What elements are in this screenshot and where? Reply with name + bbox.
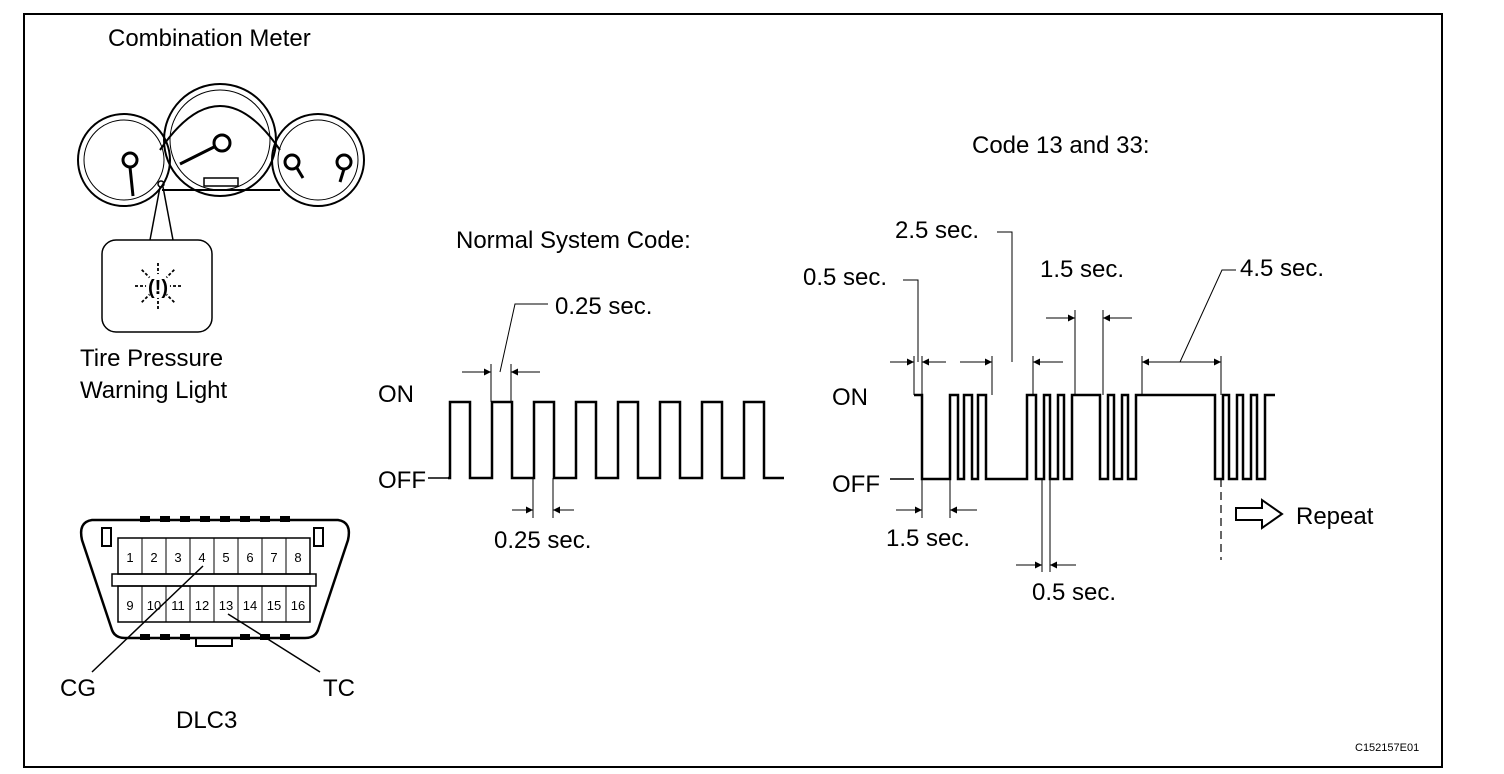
terminal-cg-label: CG: [60, 675, 96, 702]
code-on-label: ON: [832, 384, 868, 411]
dim-1-5-bottom: [896, 479, 977, 518]
warning-light-label-line2: Warning Light: [80, 377, 228, 404]
normal-code-waveform: [428, 400, 784, 480]
dlc3-pin-6: 6: [246, 550, 253, 565]
dlc3-pin-1: 1: [126, 550, 133, 565]
code-13-33-waveform: [890, 393, 1275, 560]
dlc3-pin-12: 12: [195, 598, 209, 613]
code-off-label: OFF: [832, 471, 880, 498]
dlc3-pin-15: 15: [267, 598, 281, 613]
dlc3-pin-7: 7: [270, 550, 277, 565]
dlc3-pin-3: 3: [174, 550, 181, 565]
dlc3-pin-16: 16: [291, 598, 305, 613]
warning-light-label-line1: Tire Pressure: [80, 345, 223, 372]
figure-id: C152157E01: [1355, 742, 1419, 754]
dlc3-pin-2: 2: [150, 550, 157, 565]
dlc3-pin-8: 8: [294, 550, 301, 565]
dim-0-5-top: [890, 279, 946, 395]
combination-meter-illustration: [77, 83, 365, 207]
warning-light-callout: [101, 186, 213, 333]
dim-1-5-bottom-label: 1.5 sec.: [886, 525, 970, 552]
dim-2-5-label: 2.5 sec.: [895, 217, 979, 244]
dim-0-5-bottom: [1016, 479, 1076, 572]
dlc3-pin-13: 13: [219, 598, 233, 613]
dim-1-5-top-label: 1.5 sec.: [1040, 256, 1124, 283]
normal-bottom-dimension: [512, 478, 574, 518]
tire-pressure-warning-icon: (!): [134, 262, 182, 310]
repeat-label: Repeat: [1296, 503, 1374, 530]
code-title: Code 13 and 33:: [972, 132, 1149, 159]
meter-title: Combination Meter: [108, 25, 311, 52]
dlc3-pin-14: 14: [243, 598, 257, 613]
dim-4-5-label: 4.5 sec.: [1240, 255, 1324, 282]
normal-top-dim-label: 0.25 sec.: [555, 293, 652, 320]
dim-4-5: [1141, 269, 1236, 395]
dlc3-label: DLC3: [176, 707, 237, 734]
diagram-frame: [23, 13, 1443, 768]
warning-symbol: (!): [148, 277, 168, 299]
dlc3-pin-11: 11: [171, 598, 185, 613]
dlc3-connector: 1 2 3 4 5 6 7 8 9 10 11 12 13 14 15 16: [79, 516, 351, 673]
dim-2-5: [960, 231, 1063, 395]
dim-0-5-bottom-label: 0.5 sec.: [1032, 579, 1116, 606]
dim-1-5-top: [1046, 310, 1132, 395]
normal-on-label: ON: [378, 381, 414, 408]
dlc3-pin-5: 5: [222, 550, 229, 565]
normal-code-title: Normal System Code:: [456, 227, 691, 254]
normal-top-dimension: [462, 303, 548, 402]
repeat-arrow-icon: [1235, 498, 1284, 530]
dlc3-pin-9: 9: [126, 598, 133, 613]
dlc3-pin-4: 4: [198, 550, 205, 565]
terminal-tc-label: TC: [323, 675, 355, 702]
dim-0-5-top-label: 0.5 sec.: [803, 264, 887, 291]
dlc3-pin-10: 10: [147, 598, 161, 613]
normal-off-label: OFF: [378, 467, 426, 494]
normal-bottom-dim-label: 0.25 sec.: [494, 527, 591, 554]
